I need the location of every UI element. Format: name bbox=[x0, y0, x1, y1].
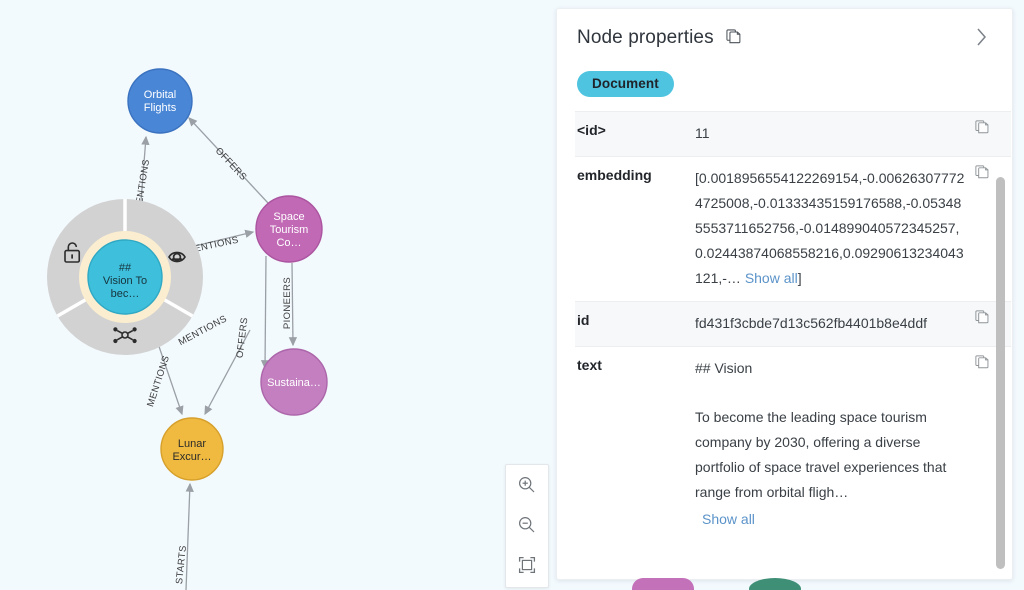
panel-scrollbar-thumb[interactable] bbox=[996, 177, 1005, 569]
node-properties-panel: Node properties Document <id> 11 bbox=[556, 8, 1013, 580]
graph-node-space-tourism-co[interactable]: Space Tourism Co… bbox=[255, 195, 323, 263]
zoom-in-button[interactable] bbox=[506, 465, 548, 505]
property-key: text bbox=[577, 357, 602, 373]
show-all-link[interactable]: Show all bbox=[702, 511, 755, 527]
text-heading: ## Vision bbox=[695, 360, 753, 376]
copy-icon[interactable] bbox=[975, 355, 989, 374]
panel-scrollbar[interactable] bbox=[996, 177, 1005, 577]
graph-node-orbital-flights[interactable]: Orbital Flights bbox=[127, 68, 193, 134]
fit-frame-icon bbox=[518, 556, 536, 574]
chevron-right-icon bbox=[976, 28, 986, 46]
show-all-link[interactable]: Show all bbox=[744, 270, 798, 286]
edge-offers-orbital[interactable] bbox=[188, 117, 269, 204]
status-badge[interactable]: Document bbox=[577, 71, 674, 97]
graph-node-lunar-excursions[interactable]: Lunar Excur… bbox=[160, 417, 224, 481]
table-row: text ## Vision To become the leading spa… bbox=[575, 346, 1011, 542]
panel-header: Node properties bbox=[557, 9, 1012, 67]
zoom-controls[interactable] bbox=[505, 464, 549, 588]
legend-chip-pink[interactable] bbox=[632, 578, 694, 590]
page-title: Node properties bbox=[577, 27, 714, 48]
edge-label-starts: STARTS bbox=[174, 545, 189, 585]
unlock-icon[interactable] bbox=[64, 242, 81, 263]
node-circle[interactable] bbox=[160, 417, 224, 481]
edge-label-mentions-lunar-b: MENTIONS bbox=[145, 354, 172, 408]
fit-to-screen-button[interactable] bbox=[506, 545, 548, 585]
magnifier-minus-icon bbox=[518, 516, 535, 533]
expand-graph-icon[interactable] bbox=[113, 327, 137, 344]
copy-icon[interactable] bbox=[975, 165, 989, 184]
edge-label-offers-sustaina: OFFERS bbox=[235, 317, 251, 359]
edge-offers-sustaina[interactable] bbox=[260, 255, 270, 370]
property-key: embedding bbox=[577, 167, 652, 183]
property-value: ## Vision To become the leading space to… bbox=[695, 356, 1011, 532]
legend-peek-strip bbox=[556, 578, 1011, 590]
embedding-value: [0.0018956554122269154,-0.00626307772472… bbox=[695, 170, 965, 286]
property-value: [0.0018956554122269154,-0.00626307772472… bbox=[695, 166, 1011, 291]
properties-table: <id> 11 embedding [0.0018956554122269154… bbox=[575, 111, 1011, 569]
node-circle[interactable] bbox=[127, 68, 193, 134]
copy-icon[interactable] bbox=[726, 29, 741, 49]
node-circle[interactable] bbox=[87, 239, 163, 315]
edge-label-offers-orbital: OFFERS bbox=[213, 146, 249, 183]
property-value: 11 bbox=[695, 125, 710, 141]
property-value: fd431f3cbde7d13c562fb4401b8e4ddf bbox=[695, 315, 927, 331]
graph-edges bbox=[139, 117, 298, 590]
node-label-chips: Document bbox=[557, 67, 1012, 111]
node-circle[interactable] bbox=[260, 348, 328, 416]
edge-starts-lunar[interactable] bbox=[185, 482, 194, 590]
copy-icon[interactable] bbox=[975, 120, 989, 139]
property-key: <id> bbox=[577, 122, 606, 138]
table-row: id fd431f3cbde7d13c562fb4401b8e4ddf bbox=[575, 301, 1011, 346]
legend-chip-green[interactable] bbox=[749, 578, 801, 590]
graph-node-sustaina[interactable]: Sustaina… bbox=[260, 348, 328, 416]
table-row: <id> 11 bbox=[575, 111, 1011, 156]
edge-pioneers-sustaina[interactable] bbox=[288, 262, 298, 347]
text-body: To become the leading space tourism comp… bbox=[695, 409, 947, 500]
zoom-out-button[interactable] bbox=[506, 505, 548, 545]
property-key: id bbox=[577, 312, 590, 328]
table-row: embedding [0.0018956554122269154,-0.0062… bbox=[575, 156, 1011, 301]
node-circle[interactable] bbox=[255, 195, 323, 263]
hide-eye-icon[interactable] bbox=[168, 251, 186, 263]
magnifier-plus-icon bbox=[518, 476, 535, 493]
edge-label-pioneers: PIONEERS bbox=[282, 277, 293, 329]
graph-node-vision-selected[interactable]: ## Vision To bec… bbox=[87, 239, 163, 315]
collapse-panel-button[interactable] bbox=[968, 24, 994, 50]
copy-icon[interactable] bbox=[975, 310, 989, 329]
edge-mentions-lunar-b[interactable] bbox=[204, 329, 251, 416]
embedding-suffix: ] bbox=[797, 270, 802, 286]
